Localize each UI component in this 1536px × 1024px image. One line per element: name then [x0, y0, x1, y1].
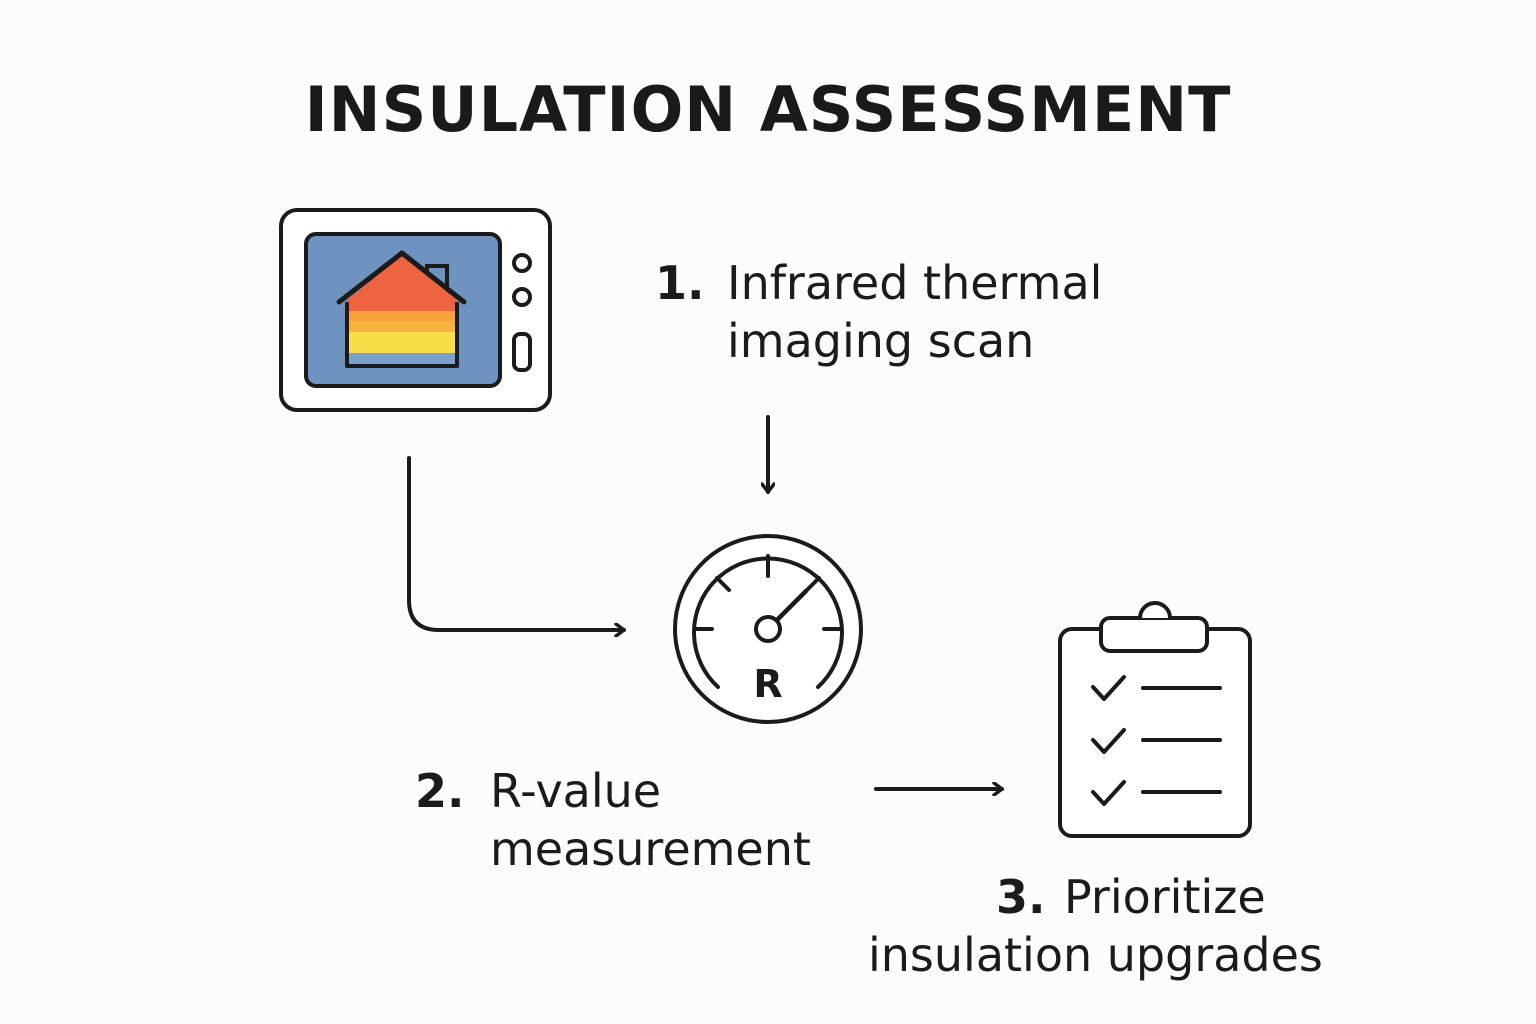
gauge-letter: R — [753, 662, 782, 706]
r-value-gauge-icon: R — [673, 534, 863, 724]
clipboard-clip-top — [1138, 601, 1172, 619]
check-mark-2 — [1091, 728, 1126, 754]
clipboard-board — [1058, 627, 1252, 838]
step-2-line-2: measurement — [490, 822, 811, 876]
house-outline — [345, 302, 459, 368]
step-2-text: R-value measurement — [490, 762, 811, 878]
camera-button-middle — [512, 287, 532, 307]
gauge-hub — [754, 615, 782, 643]
step-1-number: 1. — [655, 256, 705, 310]
clipboard-clip — [1099, 616, 1209, 653]
heat-band-blue — [347, 353, 457, 366]
step-2-line-1: R-value — [490, 764, 662, 818]
heat-band-orange-1 — [347, 311, 457, 322]
step-1-text: Infrared thermal imaging scan — [727, 254, 1102, 370]
gauge-tick-upper-right — [805, 576, 821, 592]
heat-band-orange-2 — [347, 321, 457, 333]
step-3-number: 3. — [996, 870, 1046, 924]
connector-camera-to-gauge — [407, 456, 626, 630]
gauge-needle — [774, 588, 809, 623]
step-2-number: 2. — [415, 764, 465, 818]
step-3-line-1: Prioritize — [1064, 870, 1266, 924]
house-roof — [336, 250, 467, 305]
checklist-clipboard-icon — [1058, 601, 1252, 838]
page-title: INSULATION ASSESSMENT — [304, 73, 1232, 146]
step-1-line-1: Infrared thermal — [727, 256, 1103, 310]
camera-button-top — [512, 253, 532, 273]
step-1-line-2: imaging scan — [727, 314, 1035, 368]
check-mark-3 — [1091, 780, 1126, 806]
camera-slider — [512, 332, 532, 372]
step-3-line-2: insulation upgrades — [868, 928, 1323, 982]
gauge-tick-upper-left — [715, 576, 731, 592]
heat-band-yellow — [347, 332, 457, 354]
thermal-camera-icon — [279, 208, 552, 412]
check-mark-1 — [1091, 675, 1126, 701]
